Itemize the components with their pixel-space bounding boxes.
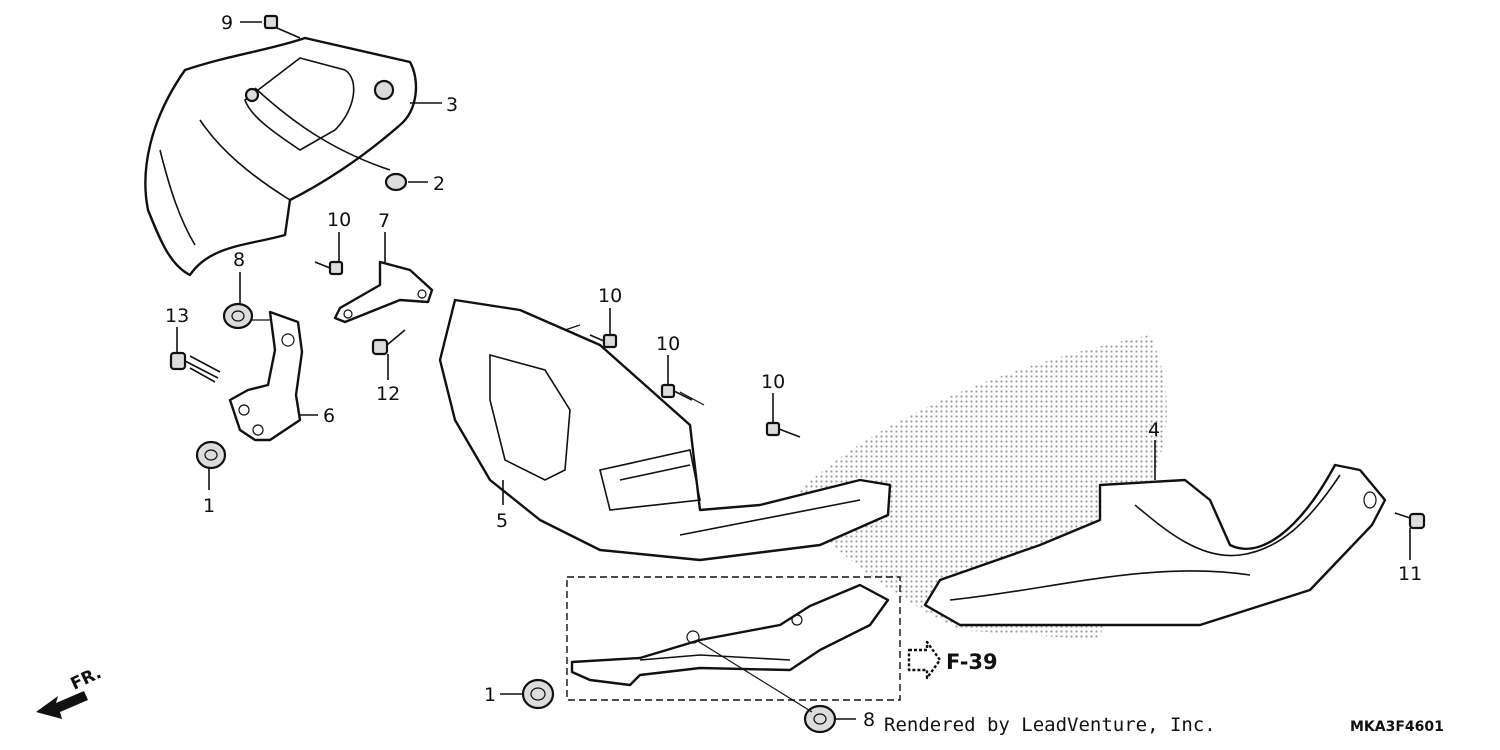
callout-8: 8 xyxy=(863,709,875,731)
callout-9: 9 xyxy=(221,12,233,34)
reference-arrow xyxy=(907,640,942,680)
reference-label: F-39 xyxy=(946,650,998,674)
callout-13: 13 xyxy=(165,305,189,327)
render-credit: Rendered by LeadVenture, Inc. xyxy=(884,714,1216,736)
part-7-bracket xyxy=(333,260,434,324)
callout-5: 5 xyxy=(496,510,508,532)
part-9-screw xyxy=(263,14,301,39)
callout-1: 1 xyxy=(484,684,496,706)
callout-10: 10 xyxy=(761,371,785,393)
callout-6: 6 xyxy=(323,405,335,427)
callout-4: 4 xyxy=(1148,419,1160,441)
part-6-stay xyxy=(228,310,304,442)
diagram-code: MKA3F4601 xyxy=(1350,719,1444,735)
callout-12: 12 xyxy=(376,383,400,405)
part-11-bolt xyxy=(1394,512,1426,530)
part-1-grommet-lower xyxy=(521,678,555,710)
part-12-bolt xyxy=(371,329,406,356)
callout-7: 7 xyxy=(378,210,390,232)
part-13-bolt xyxy=(169,351,221,383)
callout-10: 10 xyxy=(656,333,680,355)
callout-10: 10 xyxy=(327,209,351,231)
part-4-under-cowl xyxy=(923,463,1387,627)
part-8-grommet-lower xyxy=(803,704,837,734)
callout-labels: 9 3 2 10 7 8 13 12 6 1 10 10 10 4 5 11 1… xyxy=(165,12,1422,731)
callout-11: 11 xyxy=(1398,563,1422,585)
callout-3: 3 xyxy=(446,94,458,116)
part-1-grommet-upper xyxy=(195,440,227,470)
part-2-grommet xyxy=(384,172,408,192)
callout-10: 10 xyxy=(598,285,622,307)
callout-2: 2 xyxy=(433,173,445,195)
part-10-screws xyxy=(314,260,801,438)
part-3-upper-cover xyxy=(144,36,418,277)
callout-8: 8 xyxy=(233,249,245,271)
part-8-grommet-upper xyxy=(222,302,254,330)
leader-lines xyxy=(176,21,1411,720)
front-direction-label: FR. xyxy=(68,663,105,694)
part-5-lower-cowl xyxy=(438,298,892,562)
front-arrow-icon xyxy=(36,691,88,719)
subassembly-box xyxy=(566,576,901,701)
callout-1: 1 xyxy=(203,495,215,517)
